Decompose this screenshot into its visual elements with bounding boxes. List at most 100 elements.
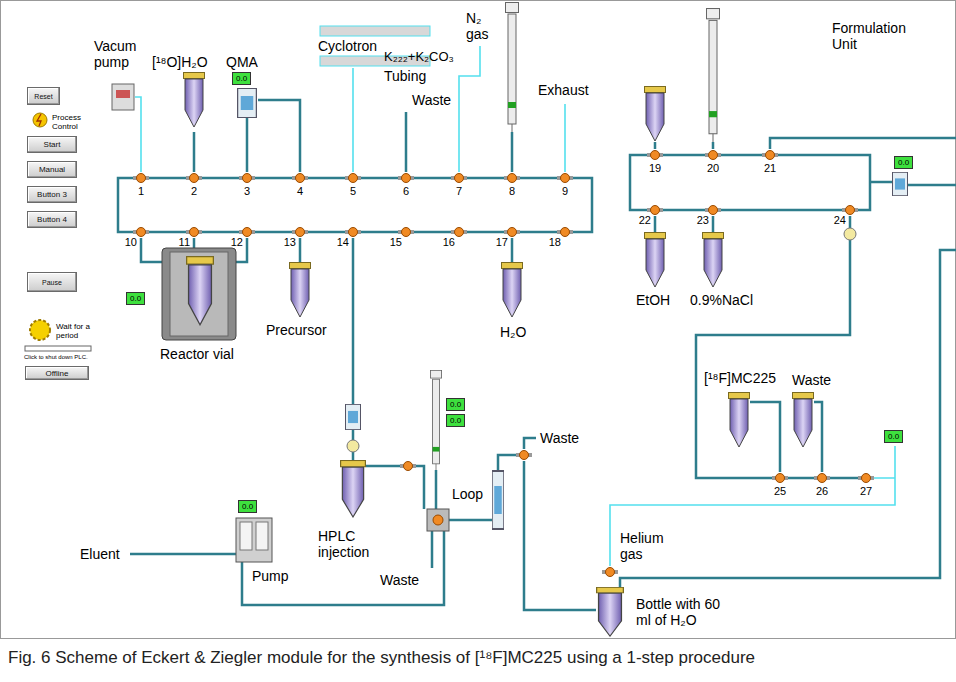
valves — [133, 151, 874, 577]
tube — [620, 250, 956, 587]
button-label: Start — [44, 140, 61, 149]
valve-number: 22 — [631, 214, 651, 227]
component-label: Waste — [540, 430, 579, 446]
button-label: Button 4 — [37, 215, 67, 224]
cartridge — [238, 89, 257, 118]
valve-number: 18 — [541, 236, 561, 249]
vial — [793, 393, 814, 448]
valve — [239, 174, 255, 183]
valve — [842, 206, 858, 215]
control-button: Button 3 — [27, 186, 77, 203]
reactor-vial — [187, 257, 214, 325]
control-button: Pause — [27, 272, 77, 292]
button-label: Offline — [46, 369, 69, 378]
component-label: Process Control — [52, 113, 96, 131]
wait-icon — [30, 320, 50, 340]
valve-number: 3 — [237, 185, 257, 198]
status-icon — [33, 113, 47, 127]
control-button: Button 4 — [27, 211, 77, 228]
vacuum-pump-detail — [116, 90, 130, 98]
valve-number: 6 — [396, 185, 416, 198]
valve — [400, 462, 416, 471]
valve — [858, 474, 874, 483]
valve-number: 13 — [276, 236, 296, 249]
reactor-heater — [162, 248, 236, 340]
gas-line — [135, 46, 565, 172]
valve-number: 17 — [488, 236, 508, 249]
valve — [451, 174, 467, 183]
valve-number: 8 — [502, 185, 522, 198]
valve — [814, 474, 830, 483]
component-label: Exhaust — [538, 82, 589, 98]
filter — [844, 228, 856, 240]
component-label: H₂O — [500, 324, 526, 340]
component-label: Cyclotron — [318, 38, 377, 54]
valve-number: 12 — [223, 236, 243, 249]
bottle — [597, 587, 624, 636]
valve — [133, 174, 149, 183]
component-label: Formulation Unit — [832, 20, 922, 52]
valve-number: 24 — [826, 214, 846, 227]
display-readout: 0.0 — [446, 398, 465, 411]
display-readout: 0.0 — [232, 72, 251, 85]
vial — [341, 461, 366, 517]
valve — [705, 206, 721, 215]
component-label: QMA — [226, 54, 258, 70]
syringe — [506, 3, 519, 133]
component-label: [¹⁸F]MC225 — [704, 370, 776, 386]
control-button: Manual — [27, 161, 77, 178]
filter — [347, 440, 359, 452]
component-label: Helium gas — [620, 530, 675, 562]
component-label: Eluent — [80, 546, 120, 562]
component-label: Wait for a period — [56, 322, 100, 340]
cartridge — [893, 172, 908, 195]
component-label: EtOH — [636, 292, 670, 308]
vial — [645, 233, 666, 288]
vial — [645, 87, 666, 142]
valve — [292, 228, 308, 237]
valve — [186, 228, 202, 237]
valve — [292, 174, 308, 183]
valve — [762, 151, 778, 160]
vial — [290, 263, 311, 318]
component-label: Loop — [452, 486, 483, 502]
valve-number: 9 — [555, 185, 575, 198]
cyclotron-bar — [320, 26, 430, 36]
valve — [504, 228, 520, 237]
valve-number: 10 — [117, 236, 137, 249]
display-readout: 0.0 — [884, 430, 903, 443]
syringe — [430, 370, 441, 470]
component-label: Bottle with 60 ml of H₂O — [636, 596, 738, 628]
pump-head — [256, 522, 268, 550]
valve-number: 19 — [645, 162, 665, 175]
loop-valve — [427, 509, 449, 531]
valve — [345, 228, 361, 237]
component-label: Vacum pump — [94, 38, 142, 70]
valve — [239, 228, 255, 237]
display-readout: 0.0 — [894, 156, 913, 169]
button-label: Pause — [42, 279, 62, 286]
valve — [133, 228, 149, 237]
valve-number: 15 — [382, 236, 402, 249]
valve — [647, 151, 663, 160]
button-label: Reset — [34, 93, 52, 100]
valve — [345, 174, 361, 183]
vacuum-pump — [112, 84, 134, 110]
display-readout: 0.0 — [126, 292, 145, 305]
valve — [186, 174, 202, 183]
component-label: [¹⁸O]H₂O — [152, 54, 208, 70]
valve — [705, 151, 721, 160]
tubing — [118, 100, 956, 610]
valve-number: 1 — [131, 185, 151, 198]
reactor-well — [170, 252, 228, 336]
component-label: Waste — [792, 372, 831, 388]
hplc-column — [492, 471, 503, 529]
valve — [451, 228, 467, 237]
component-label: Click to shut down PLC. — [24, 354, 88, 361]
vial — [502, 263, 523, 318]
button-label: Manual — [39, 165, 65, 174]
valve — [602, 568, 618, 577]
formulation-manifold — [630, 155, 870, 210]
